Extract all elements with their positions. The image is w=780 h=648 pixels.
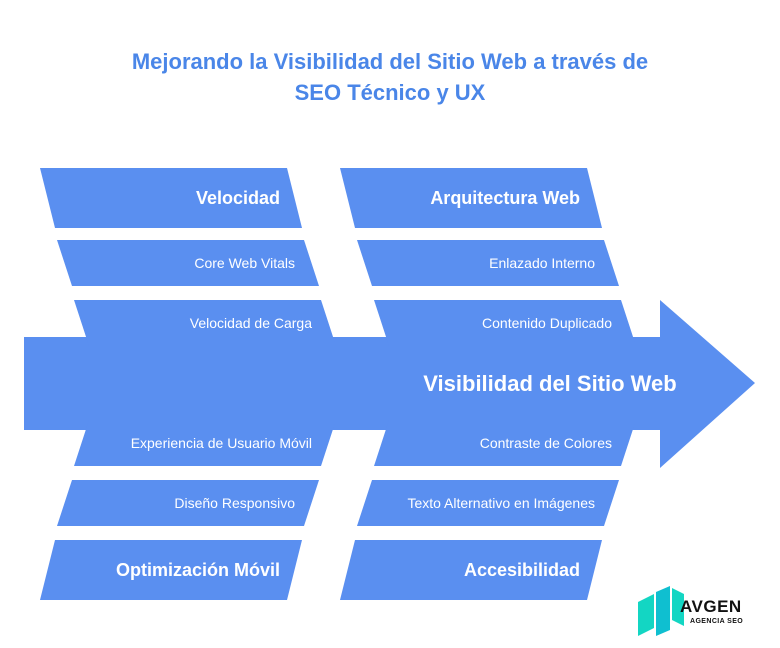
branch-head-label: Arquitectura Web [430,187,580,208]
branch-item-diseno-responsivo: Diseño Responsivo [57,480,319,526]
branch-item-label: Contenido Duplicado [482,315,612,331]
logo-wordmark: AVGEN [680,597,742,616]
branch-item-label: Experiencia de Usuario Móvil [130,435,312,451]
branch-item-velocidad-carga: Velocidad de Carga [74,300,336,346]
branch-head-label: Velocidad [195,187,280,208]
branch-item-contraste-colores: Contraste de Colores [374,420,636,466]
branch-item-label: Enlazado Interno [489,255,595,271]
logo-block-left [638,594,654,636]
branch-item-contenido-duplicado: Contenido Duplicado [374,300,636,346]
diagram-title: Mejorando la Visibilidad del Sitio Web a… [0,46,780,108]
branch-item-experiencia-movil: Experiencia de Usuario Móvil [74,420,336,466]
spine-label: Visibilidad del Sitio Web [423,371,677,396]
branch-head-accesibilidad: Accesibilidad [340,540,602,600]
branch-head-label: Accesibilidad [463,559,580,580]
branch-item-label: Velocidad de Carga [189,315,312,331]
branch-item-texto-alternativo: Texto Alternativo en Imágenes [357,480,619,526]
branch-item-label: Contraste de Colores [479,435,612,451]
branch-item-label: Texto Alternativo en Imágenes [407,495,595,511]
logo-block-mid [656,586,670,636]
title-line-2: SEO Técnico y UX [294,80,486,105]
navgen-logo-icon [638,586,684,636]
branch-head-label: Optimización Móvil [115,559,280,580]
branch-item-core-web-vitals: Core Web Vitals [57,240,319,286]
title-line-1: Mejorando la Visibilidad del Sitio Web a… [131,49,649,74]
branch-item-enlazado-interno: Enlazado Interno [357,240,619,286]
branch-head-velocidad: Velocidad [40,168,302,228]
branch-item-label: Core Web Vitals [194,255,295,271]
logo-block-right [672,588,684,626]
branch-head-arquitectura: Arquitectura Web [340,168,602,228]
logo-subtitle: AGENCIA SEO [690,618,744,625]
branch-head-optimizacion-movil: Optimización Móvil [40,540,302,600]
branch-item-label: Diseño Responsivo [174,495,295,511]
